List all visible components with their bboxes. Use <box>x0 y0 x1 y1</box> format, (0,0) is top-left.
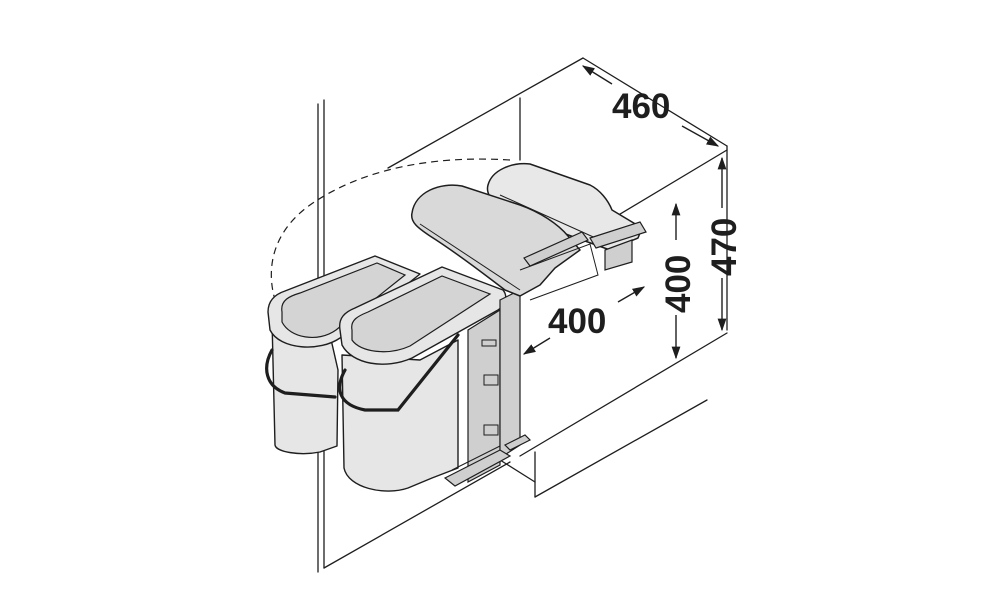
dimension-width <box>522 286 646 355</box>
dimension-height-outer-label: 470 <box>705 218 744 276</box>
bin-front <box>338 266 507 492</box>
bin-rear <box>265 255 421 455</box>
dimension-depth <box>581 65 720 147</box>
dimension-height-inner-label: 400 <box>659 255 698 313</box>
pull-out-frame <box>443 289 532 487</box>
swing-path-dashed <box>270 158 511 301</box>
dimension-depth-label: 460 <box>612 87 670 126</box>
lid-front <box>410 184 647 301</box>
dimension-width-label: 400 <box>548 302 606 341</box>
